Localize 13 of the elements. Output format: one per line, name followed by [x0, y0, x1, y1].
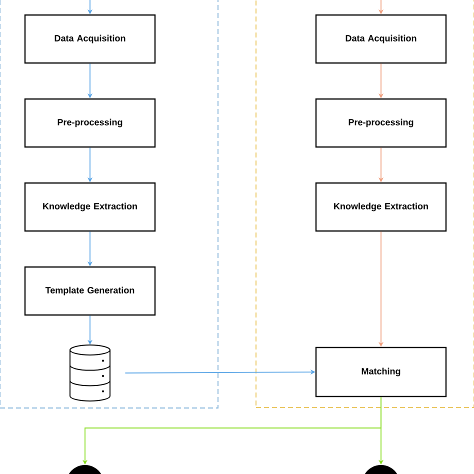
process-box: Knowledge Extraction [315, 182, 447, 232]
process-box: Template Generation [24, 266, 156, 316]
process-box: Matching [315, 346, 447, 398]
person-icon [362, 465, 400, 474]
dashed-group-box [256, 0, 474, 408]
process-box: Data Acquisition [24, 14, 156, 64]
database-drawing [70, 344, 110, 402]
process-box: Knowledge Extraction [24, 182, 156, 232]
dashed-group-box [0, 0, 218, 408]
process-box: Pre-processing [24, 98, 156, 148]
process-box: Data Acquisition [315, 14, 447, 64]
person-icon [66, 465, 104, 474]
process-box: Pre-processing [315, 98, 447, 148]
